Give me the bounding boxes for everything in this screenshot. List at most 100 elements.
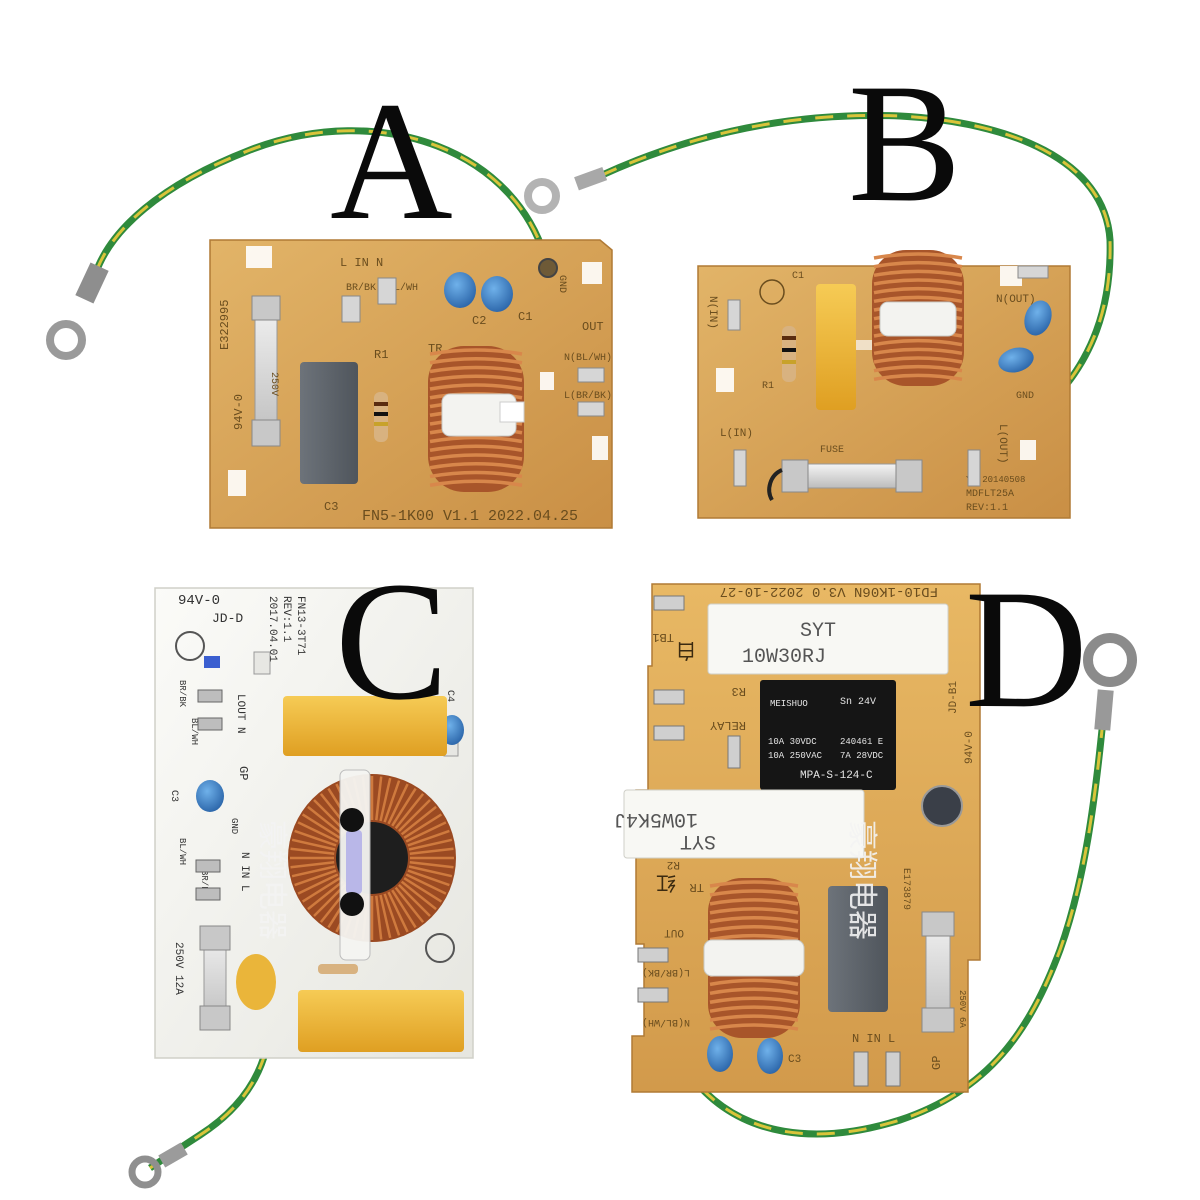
board-d-r3-label: R3	[732, 684, 746, 698]
board-d-relay-label: RELAY	[710, 718, 746, 732]
label-b: B	[848, 49, 961, 237]
board-c-y-capacitor	[236, 954, 276, 1010]
board-c-rating-label: 94V-0	[178, 593, 220, 609]
board-a-c1-label: C1	[518, 310, 532, 324]
board-d-mark-red: 红	[656, 871, 676, 894]
board-a-capacitor-c1	[481, 276, 513, 312]
board-d-relay: MEISHUO Sn 24V 10A 30VDC 240461 E 10A 25…	[760, 680, 896, 790]
board-d-code-label: E173879	[900, 868, 911, 910]
board-b-model-label: MDFLT25A	[966, 489, 1014, 500]
board-b-l-out-label: L(OUT)	[996, 424, 1008, 464]
board-b-capacitor-2	[998, 347, 1034, 373]
label-a: A	[330, 67, 453, 255]
board-a-c2-label: C2	[472, 314, 486, 328]
board-b-gnd-label: GND	[1016, 391, 1034, 402]
board-c-wire-d-label: BR/BK	[199, 870, 209, 898]
board-b-n-out-label: N(OUT)	[996, 294, 1036, 306]
board-d-model-label: FD10-1K06N V3.0 2022-10-27	[720, 583, 938, 599]
board-d-fuse-label: 250V 6A	[957, 990, 967, 1028]
board-a-capacitor-c2	[444, 272, 476, 308]
board-d: FD10-1K06N V3.0 2022-10-27 TB1 R3 RELAY …	[614, 583, 981, 1093]
board-d-power-resistor-middle: 10W5K4J SYT	[614, 789, 865, 859]
board-d-x-capacitor	[828, 886, 888, 1012]
board-d-gp-label: GP	[930, 1056, 944, 1070]
board-d-r2-label: R2	[667, 858, 680, 870]
board-d-resistor-top-line2: 10W30RJ	[742, 646, 826, 669]
board-a-rating-label: 94V-0	[232, 394, 246, 430]
board-a-wire-l-label: BR/BK	[346, 282, 376, 294]
board-a-model-label: FN5-1K00 V1.1 2022.04.25	[362, 508, 578, 525]
board-d-choke-coil	[703, 878, 805, 1038]
board-b-choke-coil	[872, 250, 964, 386]
board-c-blue-tab	[204, 656, 220, 668]
board-d-relay-spec-4: 7A 28VDC	[840, 751, 884, 761]
board-c-resistor	[318, 964, 358, 974]
board-c-model-label: FN13-3T71	[294, 596, 306, 656]
board-d-resistor-top-line1: SYT	[800, 620, 836, 643]
board-b-capacitor-1	[1024, 300, 1052, 336]
board-d-relay-spec-2: 10A 250VAC	[768, 751, 823, 761]
board-c-capacitor-c3	[196, 780, 224, 812]
board-a-fuse-label: 250V	[268, 372, 279, 396]
board-a-out-l-label: L(BR/BK)	[564, 390, 612, 402]
board-c-watermark: 豪翔电器	[254, 820, 289, 940]
board-a-c3-label: C3	[324, 500, 338, 514]
board-b-c1-label: C1	[792, 271, 804, 282]
board-c-toroid-coil	[288, 769, 456, 961]
board-d-mark-white: 白	[676, 639, 696, 662]
board-c-brand-label: JD-D	[212, 611, 243, 626]
board-a-gnd-label: GND	[556, 275, 567, 293]
board-c-wire-b-label: BL/WH	[189, 718, 199, 745]
board-b-rev-label: REV:1.1	[966, 503, 1008, 514]
board-a-out-label: OUT	[582, 320, 604, 334]
board-a-out-n-label: N(BL/WH)	[564, 352, 612, 364]
board-c-nin-label: N IN L	[238, 852, 250, 892]
board-d-electrolytic-capacitor	[921, 785, 963, 827]
board-c-ring-terminal	[128, 1155, 162, 1189]
board-c: FN13-3T71 REV:1.1 2017.04.01 94V-0 JD-D …	[154, 587, 474, 1059]
board-c-lout-label: LOUT N	[234, 694, 246, 734]
board-c-gnd-label: GND	[229, 818, 239, 834]
board-d-watermark: 豪翔电器	[844, 820, 879, 940]
board-d-resistor-mid-line2: SYT	[680, 829, 716, 852]
board-c-rev-label: REV:1.1	[280, 596, 292, 643]
board-c-gp-label: GP	[236, 766, 250, 780]
board-d-relay-model: MPA-S-124-C	[800, 770, 873, 782]
board-d-relay-brand: MEISHUO	[770, 699, 808, 709]
board-b-n-in-label: N(IN)	[706, 296, 718, 329]
board-b-x-capacitor	[816, 284, 856, 410]
board-d-capacitor-c2	[707, 1036, 733, 1072]
board-d-c3-label: C3	[788, 1054, 801, 1066]
board-d-l-out-label: L(BR/BK)	[642, 966, 690, 978]
board-a-cert-label: E322995	[218, 300, 232, 350]
board-c-wire-c-label: BL/WH	[177, 838, 187, 865]
board-c-x-capacitor-bottom	[298, 990, 464, 1052]
board-d-out-label: OUT	[664, 926, 684, 938]
board-c-x-capacitor-top	[283, 696, 447, 756]
board-b: N(IN) N(OUT) L(IN) L(OUT) FUSE GND C1 R1…	[697, 250, 1071, 519]
board-c-c3-label: C3	[168, 790, 179, 802]
board-b-ring-terminal	[524, 178, 560, 214]
board-d-jd-label: JD-B1	[948, 681, 960, 714]
board-d-tb1-label: TB1	[652, 630, 674, 644]
board-a-choke-coil	[428, 346, 525, 492]
board-d-power-resistor-top: SYT 10W30RJ	[707, 603, 949, 675]
board-d-rating-label: 94V-0	[964, 731, 976, 764]
board-a-resistor	[374, 392, 388, 442]
board-a-ring-terminal	[46, 320, 86, 360]
board-c-fuse-label: 250V 12A	[172, 942, 184, 995]
board-c-date-label: 2017.04.01	[266, 596, 278, 662]
board-b-date-label: YK 20140508	[966, 475, 1025, 485]
board-b-l-in-label: L(IN)	[720, 428, 753, 440]
board-d-n-out-label: N(BL/WH)	[642, 1016, 690, 1028]
label-c: C	[335, 547, 448, 735]
board-a-pins-in-label: L IN N	[340, 256, 383, 270]
board-d-nin-label: N IN L	[852, 1032, 895, 1046]
board-d-ring-terminal	[1083, 633, 1137, 687]
board-d-relay-spec-1: 10A 30VDC	[768, 737, 817, 747]
board-c-wire-a-label: BR/BK	[177, 680, 187, 708]
board-d-relay-spec-3: 240461 E	[840, 737, 883, 747]
board-b-fuse-label: FUSE	[820, 445, 844, 456]
board-d-relay-coil: Sn 24V	[840, 697, 876, 708]
